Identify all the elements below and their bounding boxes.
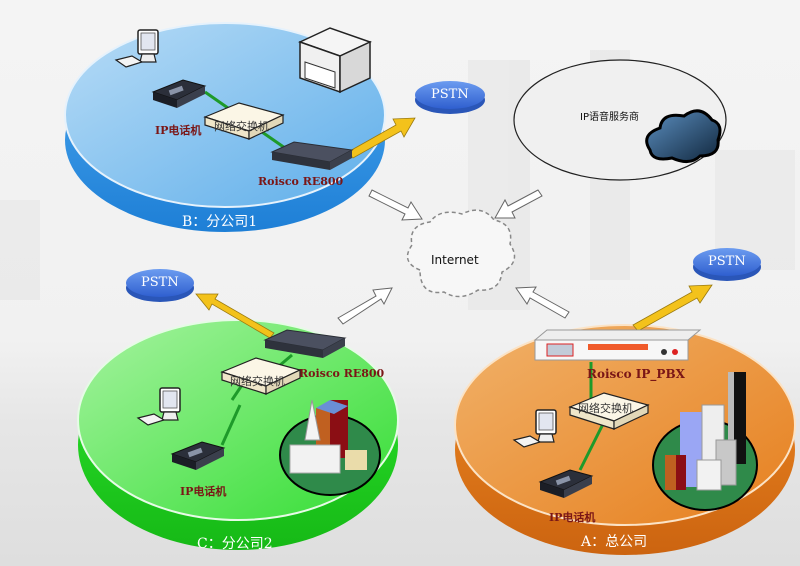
site-a-gateway-label: Roisco IP_PBX	[587, 367, 685, 381]
site-b-links	[204, 90, 286, 150]
site-b-gateway-label: Roisco RE800	[258, 175, 344, 188]
site-b-server-icon	[298, 27, 372, 94]
arrow-b-to-internet	[368, 189, 423, 221]
arrows-to-internet	[337, 189, 570, 325]
dark-cloud-icon	[645, 109, 722, 163]
site-b-switch-label: 网络交换机	[214, 120, 269, 133]
site-c-title: C：分公司2	[197, 536, 273, 552]
site-a-ip-pbx-icon	[533, 329, 702, 361]
arrow-b-to-pstn	[347, 117, 416, 159]
site-c-gateway-label: Roisco RE800	[299, 367, 385, 380]
arrow-a-to-internet	[515, 286, 570, 319]
site-a-switch-label: 网络交换机	[578, 402, 633, 415]
arrows-to-pstn	[195, 117, 713, 339]
arrow-c-to-pstn	[195, 293, 275, 339]
ip-voice-provider	[513, 59, 727, 181]
arrow-provider-to-internet	[494, 189, 543, 219]
pstn-b	[415, 81, 485, 114]
site-c-pstn-label: PSTN	[141, 275, 179, 290]
site-c-phone-label: IP电话机	[180, 485, 227, 498]
arrow-a-to-pstn	[632, 284, 713, 332]
internet-cloud	[406, 209, 516, 298]
site-a-title: A：总公司	[581, 534, 648, 550]
pstn-a	[693, 248, 761, 281]
site-b-phone-label: IP电话机	[155, 124, 202, 137]
provider-label: IP语音服务商	[580, 112, 639, 123]
site-a-buildings-icon	[652, 372, 758, 511]
site-a-phone-label: IP电话机	[549, 511, 596, 524]
site-a-pstn-label: PSTN	[708, 254, 746, 269]
pstn-c	[126, 269, 194, 302]
site-c-buildings-icon	[279, 399, 381, 496]
internet-label: Internet	[431, 253, 479, 267]
site-b-pstn-label: PSTN	[431, 87, 469, 102]
site-c-switch-label: 网络交换机	[230, 375, 285, 388]
arrow-c-to-internet	[337, 287, 393, 325]
site-a-links	[578, 362, 607, 471]
site-b-title: B：分公司1	[182, 214, 258, 230]
